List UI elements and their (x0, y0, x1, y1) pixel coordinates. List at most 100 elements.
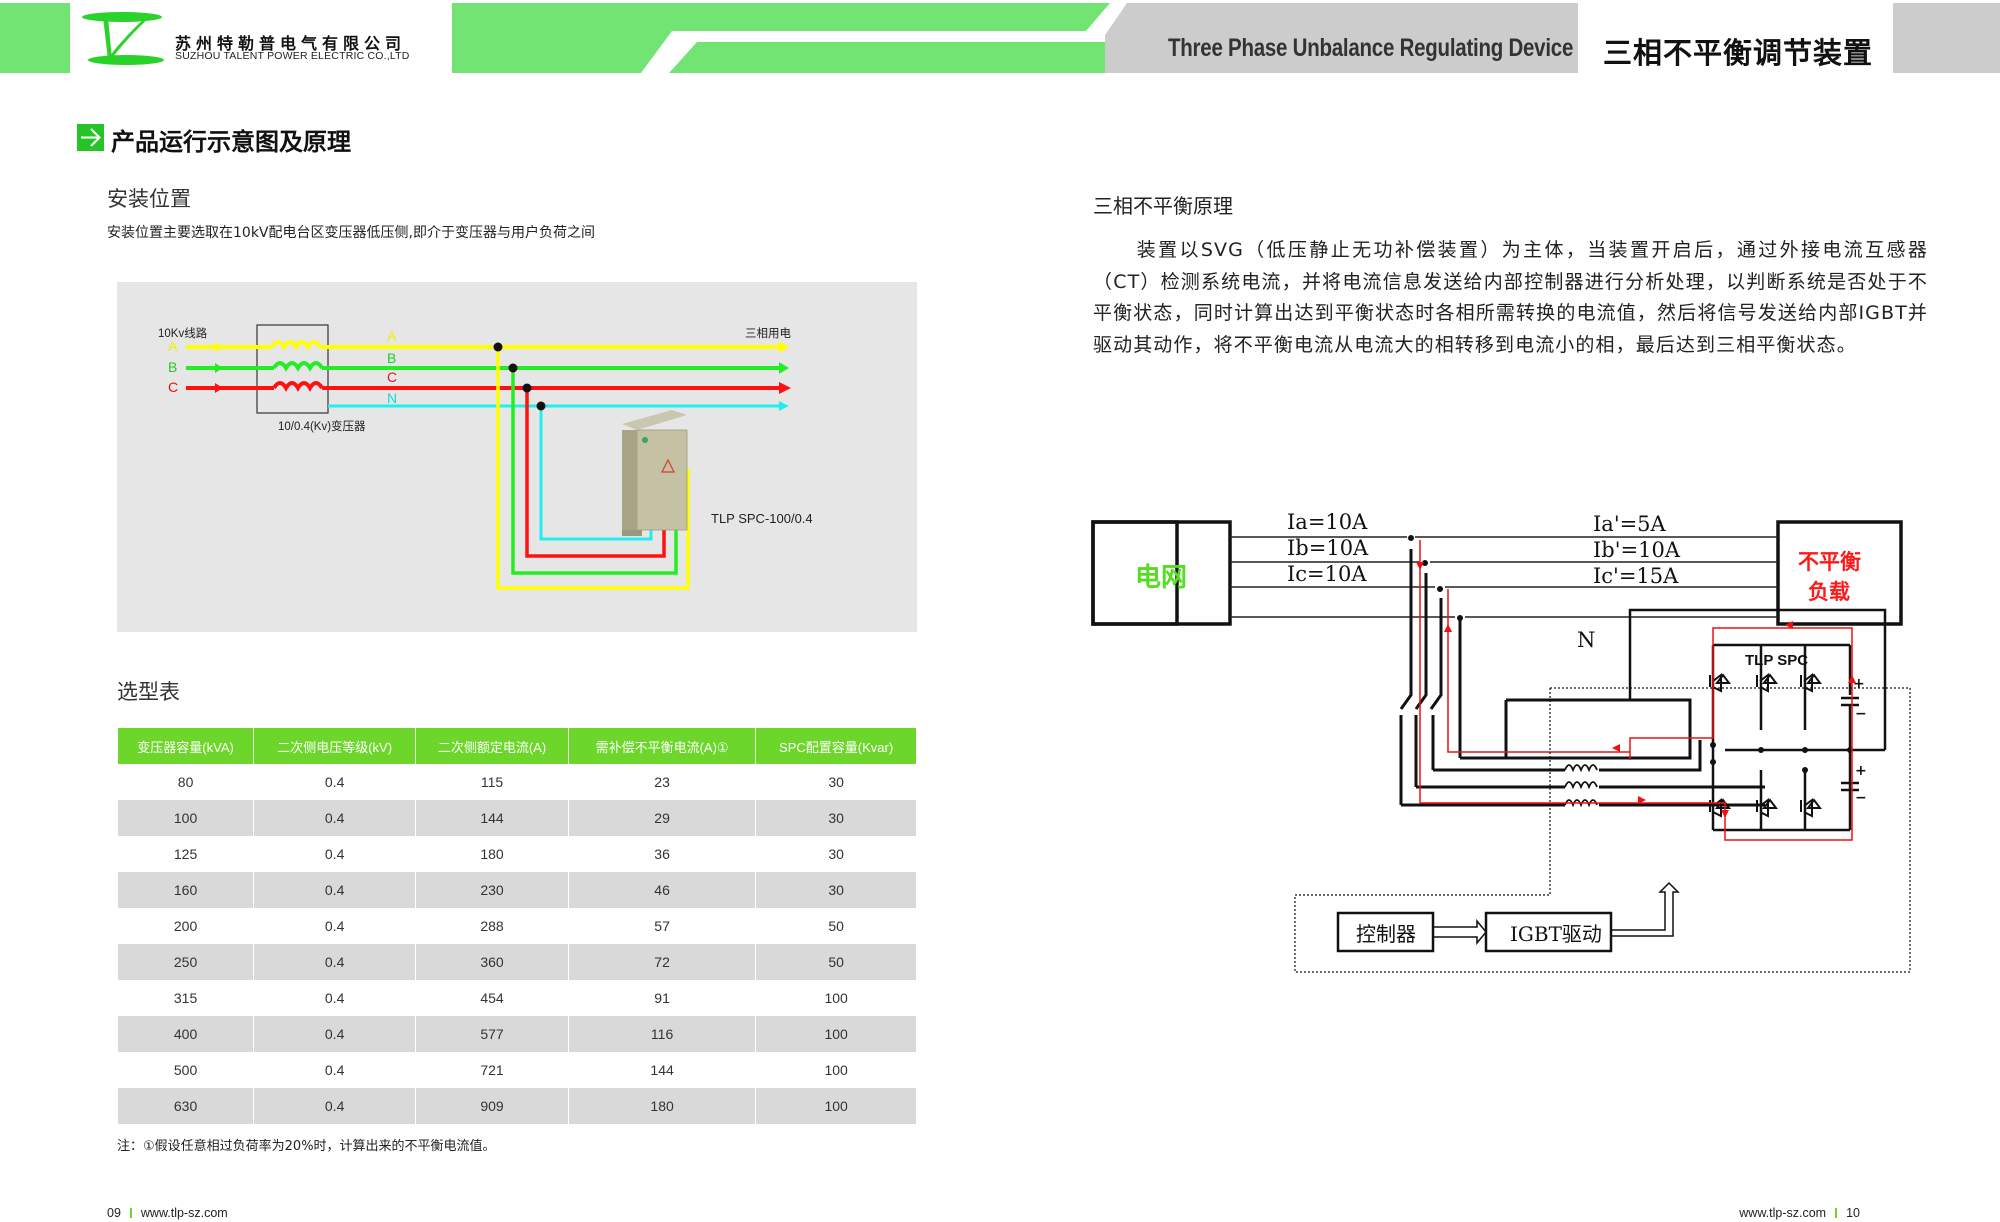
page-number-right: 10 (1846, 1206, 1860, 1220)
banner-green-left (0, 3, 70, 73)
table-cell: 30 (828, 774, 844, 790)
table-cell: 0.4 (253, 872, 417, 908)
table-cell: 250 (118, 944, 255, 980)
input-current-c: Ic=10A (1287, 562, 1367, 586)
svg-text:+: + (1855, 763, 1867, 779)
table-cell: 0.4 (253, 944, 417, 980)
table-cell: 160 (118, 872, 255, 908)
phase-line-b (186, 361, 789, 374)
banner-green-upper (452, 3, 1110, 73)
table-cell: 400 (118, 1016, 255, 1052)
grid-box-outline (1091, 520, 1232, 626)
footer-left: 09 www.tlp-sz.com (107, 1206, 228, 1220)
banner-gray-right (1893, 3, 2000, 73)
main-bus-lines (1230, 536, 1778, 618)
svg-text:+: + (1853, 676, 1865, 692)
table-cell: 23 (568, 764, 757, 800)
table-cell: 454 (415, 980, 569, 1016)
table-cell: 100 (824, 1062, 848, 1078)
principle-subtitle: 三相不平衡原理 (1093, 194, 1233, 218)
table-cell: 0.4 (253, 836, 417, 872)
phase-line-c (186, 381, 791, 394)
table-cell: 100 (824, 990, 848, 1006)
table-cell: 29 (568, 800, 757, 836)
table-cell: 180 (568, 1088, 757, 1124)
table-cell: 30 (755, 872, 916, 908)
switch-branches (1399, 549, 1765, 807)
col-header-transformer-capacity: 变压器容量(kVA) (118, 728, 255, 764)
footer-right: www.tlp-sz.com 10 (1739, 1206, 1860, 1220)
table-cell: 180 (415, 836, 569, 872)
current-flow-arrows (1416, 562, 1856, 818)
table-cell: 72 (568, 944, 757, 980)
spc-cabinet-image (622, 410, 688, 536)
phase-line-n (328, 401, 789, 411)
banner-gray-title (1105, 3, 1578, 73)
page-number-left: 09 (107, 1206, 121, 1220)
table-cell: 116 (568, 1016, 757, 1052)
output-phase-n: N (387, 390, 398, 406)
table-cell: 0.4 (253, 800, 417, 836)
input-current-a: Ia=10A (1287, 510, 1368, 534)
header-title-en: Three Phase Unbalance Regulating Device (1168, 34, 1574, 62)
table-cell: 500 (118, 1052, 255, 1088)
table-cell: 360 (415, 944, 569, 980)
header-banner (0, 3, 2000, 73)
table-cell: 30 (828, 846, 844, 862)
junction-dots (1408, 535, 1463, 621)
svg-text:−: − (1855, 706, 1867, 722)
capacitor-icons (1841, 696, 1859, 792)
phase-line-a (186, 340, 789, 353)
banner-green-lower (669, 42, 1105, 73)
table-cell: 50 (755, 944, 916, 980)
table-cell: 288 (415, 908, 569, 944)
load-box (1776, 520, 1903, 626)
table-cell: 100 (755, 1016, 916, 1052)
current-flow-path (1419, 540, 1853, 841)
table-cell: 721 (415, 1052, 569, 1088)
table-cell: 909 (415, 1088, 569, 1124)
svg-text:−: − (1855, 790, 1867, 806)
footer-url-left[interactable]: www.tlp-sz.com (140, 1206, 228, 1220)
table-cell: 0.4 (253, 1016, 417, 1052)
col-header-secondary-current: 二次侧额定电流(A) (415, 728, 569, 764)
output-current-a: Ia'=5A (1593, 512, 1666, 536)
output-label: 三相用电 (745, 328, 791, 340)
header-title-cn: 三相不平衡调节装置 (1603, 36, 1874, 70)
load-label-line2: 负载 (1808, 580, 1850, 604)
device-model-label: TLP SPC-100/0.4 (711, 511, 813, 526)
selection-table: 变压器容量(kVA) 二次侧电压等级(kV) 二次侧额定电流(A) 需补偿不平衡… (118, 728, 916, 1124)
output-current-b: Ib'=10A (1593, 538, 1680, 562)
table-cell: 100 (755, 1088, 916, 1124)
output-phase-b: B (387, 350, 397, 366)
signal-arrows (1433, 881, 1680, 946)
table-cell: 91 (568, 980, 757, 1016)
controller-box (1336, 911, 1435, 953)
table-cell: 0.4 (253, 980, 417, 1016)
circuit-diagram: +− +− 电网 不平衡 负载 I (1085, 500, 1945, 980)
controller-label: 控制器 (1356, 922, 1416, 946)
tlp-spc-label: TLP SPC (1745, 652, 1809, 669)
igbt-driver-label: IGBT驱动 (1510, 922, 1602, 946)
table-cell: 577 (415, 1016, 569, 1052)
igbt-switch-icons (1709, 673, 1822, 818)
output-phase-c: C (387, 369, 398, 385)
table-cell: 36 (568, 836, 757, 872)
footer-url-right[interactable]: www.tlp-sz.com (1739, 1206, 1827, 1220)
principle-paragraph: 装置以SVG（低压静止无功补偿装置）为主体，当装置开启后，通过外接电流互感器（C… (1093, 239, 1928, 356)
output-current-c: Ic'=15A (1593, 564, 1679, 588)
company-name-en: SUZHOU TALENT POWER ELECTRIC CO.,LTD (175, 50, 410, 62)
col-header-spc-capacity: SPC配置容量(Kvar) (755, 728, 916, 764)
table-cell: 100 (118, 800, 255, 836)
table-cell: 125 (118, 836, 255, 872)
